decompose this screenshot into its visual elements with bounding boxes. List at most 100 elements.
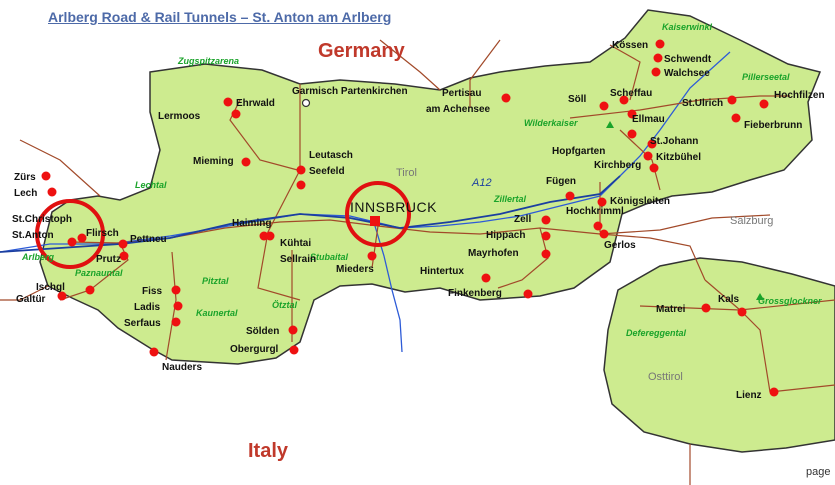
valley-zillertal: Zillertal (493, 194, 527, 204)
town-galtur: Galtür (16, 294, 46, 305)
town-dot (85, 285, 95, 295)
town-kitzbuhel: Kitzbühel (656, 152, 701, 163)
town-dot (731, 113, 741, 123)
arlberg-highlight-circle (35, 199, 105, 269)
innsbruck-marker (370, 216, 380, 226)
town-dot (289, 345, 299, 355)
town-dot (627, 109, 637, 119)
town-nauders: Nauders (162, 362, 202, 373)
town-dot (501, 93, 511, 103)
innsbruck-highlight-circle (345, 181, 411, 247)
town-dot (541, 249, 551, 259)
town-dot (655, 39, 665, 49)
town-dot (649, 163, 659, 173)
town-konigsleiten: Königsleiten (610, 196, 670, 207)
town-dot (41, 171, 51, 181)
town-pettneu: Pettneu (130, 234, 167, 245)
town-hopfgarten: Hopfgarten (552, 146, 605, 157)
town-flirsch: Flirsch (86, 228, 119, 239)
town-ellmau: Ellmau (632, 114, 665, 125)
grossglockner-peak-icon (756, 293, 764, 300)
town-dot (367, 251, 377, 261)
town-kossen: Kössen (612, 40, 648, 51)
country-germany: Germany (318, 40, 405, 62)
town-finkenberg: Finkenberg (448, 288, 502, 299)
valley-arlberg: Arlberg (21, 252, 55, 262)
town-mayrhofen: Mayrhofen (468, 248, 519, 259)
town-gerlos: Gerlos (604, 240, 636, 251)
town-ehrwald: Ehrwald (236, 98, 275, 109)
town-pertisau: Pertisau (442, 88, 481, 99)
town-dot (77, 233, 87, 243)
town-kals: Kals (718, 294, 740, 305)
valley-lechtal: Lechtal (135, 180, 167, 190)
town-dot (481, 273, 491, 283)
town-dot (296, 165, 306, 175)
town-prutz: Prutz (96, 254, 121, 265)
town-st-johann: St.Johann (650, 136, 698, 147)
town-mieming: Mieming (193, 156, 234, 167)
town-dot (231, 109, 241, 119)
town-fugen: Fügen (546, 176, 576, 187)
town-dot (593, 221, 603, 231)
town-dot (651, 67, 661, 77)
page-label: page (806, 466, 831, 478)
town-dot (647, 139, 657, 149)
town-dot (118, 239, 128, 249)
town-hippach: Hippach (486, 230, 525, 241)
exit-salzburg: Salzburg (730, 215, 773, 227)
town-dot (759, 99, 769, 109)
town-dot (47, 187, 57, 197)
town-zell: Zell (514, 214, 531, 225)
town-soll: Söll (568, 94, 587, 105)
page-title[interactable]: Arlberg Road & Rail Tunnels – St. Anton … (48, 9, 392, 25)
town-mieders: Mieders (336, 264, 374, 275)
towns: Ehrwald Lermoos Mieming Leutasch Seefeld… (12, 39, 825, 401)
town-hochfilzen: Hochfilzen (774, 90, 825, 101)
highway-label: A12 (471, 177, 492, 189)
town-haiming: Haiming (232, 218, 271, 229)
town-dot (627, 129, 637, 139)
town-dot (296, 180, 306, 190)
town-walchsee: Walchsee (664, 68, 710, 79)
town-dot (149, 347, 159, 357)
town-zurs: Zürs (14, 172, 36, 183)
country-italy: Italy (248, 440, 289, 462)
town-dot (597, 197, 607, 207)
valley-stubaital: Stubaital (310, 252, 349, 262)
town-dot (643, 151, 653, 161)
town-dot (769, 387, 779, 397)
town-hintertux: Hintertux (420, 266, 464, 277)
town-dot (57, 291, 67, 301)
town-dot (241, 157, 251, 167)
town-lermoos: Lermoos (158, 111, 201, 122)
town-matrei: Matrei (656, 304, 686, 315)
external-garmisch: Garmisch Partenkirchen (292, 86, 408, 97)
valley-grossglockner: Grossglockner (758, 296, 822, 306)
town-fieberbrunn: Fieberbrunn (744, 120, 802, 131)
town-dot (288, 325, 298, 335)
town-ischgl: Ischgl (36, 282, 65, 293)
valley-labels: Zugspitzarena Lechtal Arlberg Paznauntal… (21, 22, 822, 338)
town-hochkrimml: Hochkrimml (566, 206, 624, 217)
town-fiss: Fiss (142, 286, 162, 297)
town-dot (701, 303, 711, 313)
valley-wilderkaiser: Wilderkaiser (524, 118, 578, 128)
town-sellrain: Sellrain (280, 254, 316, 265)
valley-pillerseetal: Pillerseetal (742, 72, 790, 82)
town-st-christoph: St.Christoph (12, 214, 72, 225)
town-dot (599, 101, 609, 111)
town-dot (265, 231, 275, 241)
valley-defereggental: Defereggental (626, 328, 687, 338)
town-am-achensee: am Achensee (426, 104, 491, 115)
town-dot (223, 97, 233, 107)
town-obergurgl: Obergurgl (230, 344, 279, 355)
town-serfaus: Serfaus (124, 318, 161, 329)
valley-pitztal: Pitztal (202, 276, 229, 286)
town-dot (653, 53, 663, 63)
town-seefeld: Seefeld (309, 166, 345, 177)
valley-zugspitzarena: Zugspitzarena (177, 56, 239, 66)
town-lech: Lech (14, 188, 37, 199)
town-schwendt: Schwendt (664, 54, 712, 65)
